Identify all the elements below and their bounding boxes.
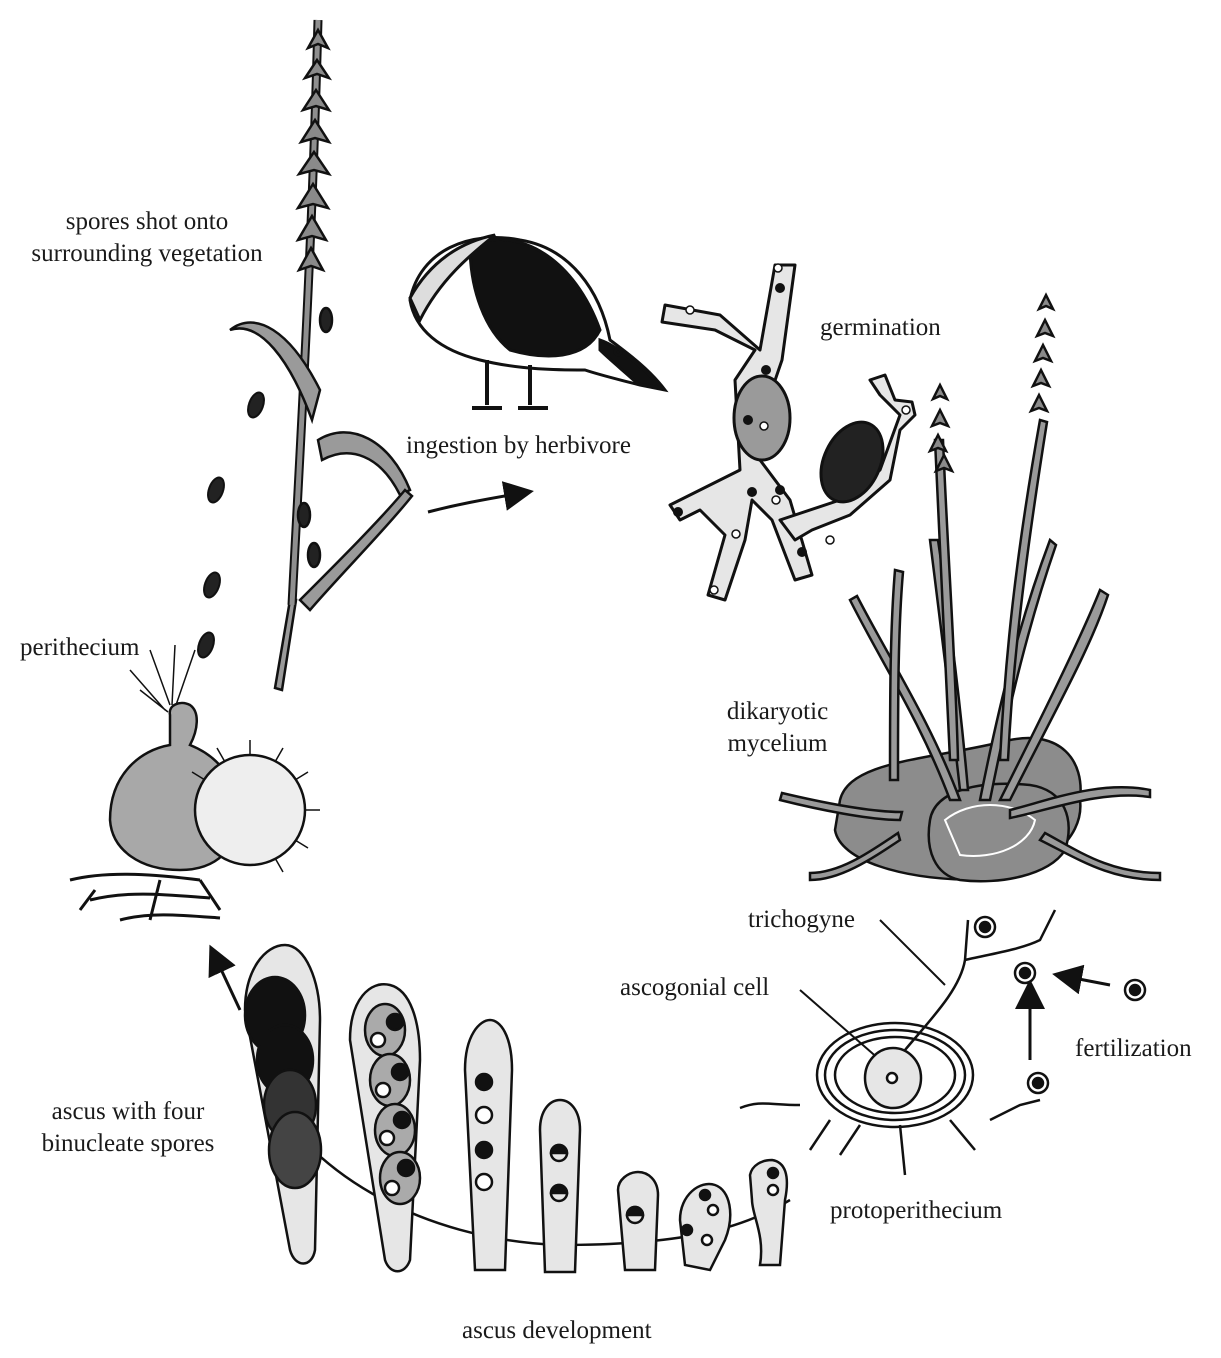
label-fertilization: fertilization <box>1075 1033 1192 1065</box>
label-ascogonial-cell: ascogonial cell <box>620 972 769 1004</box>
grass-stalk-illustration <box>230 20 412 690</box>
trichogyne-leader <box>880 920 945 985</box>
goose-illustration <box>410 235 665 408</box>
label-ascus-development: ascus development <box>462 1315 652 1347</box>
label-perithecium: perithecium <box>20 632 139 664</box>
label-ascus-four-spores: ascus with four binucleate spores <box>28 1096 228 1160</box>
label-ingestion: ingestion by herbivore <box>406 430 631 462</box>
label-spores-shot: spores shot onto surrounding vegetation <box>2 206 292 270</box>
grass-tuft-illustration <box>780 295 1160 881</box>
label-germination: germination <box>820 312 941 344</box>
arrow-fertilization-right <box>1058 975 1110 985</box>
arrow-to-perithecium <box>212 950 240 1010</box>
label-dikaryotic-mycelium: dikaryotic mycelium <box>715 696 840 760</box>
ejected-spores <box>195 390 267 659</box>
label-protoperithecium: protoperithecium <box>830 1195 1002 1227</box>
arrow-to-ingestion <box>428 492 528 512</box>
label-trichogyne: trichogyne <box>748 904 855 936</box>
